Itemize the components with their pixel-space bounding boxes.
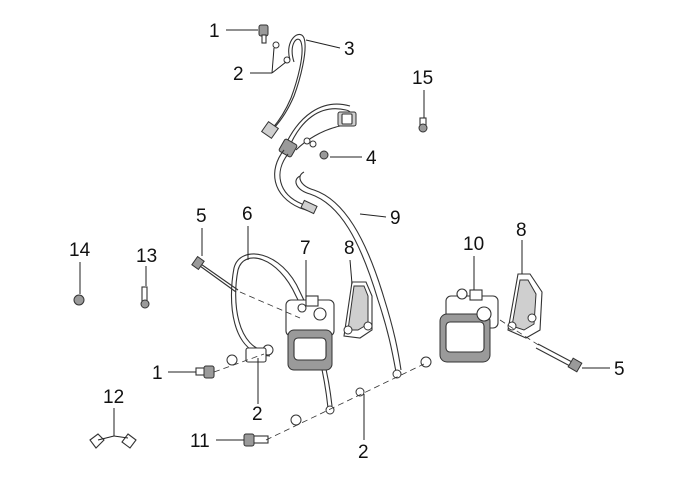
callout-8-right: 8 <box>516 220 527 241</box>
callout-9: 9 <box>390 208 401 229</box>
callout-15: 15 <box>412 68 433 89</box>
callout-1-top: 1 <box>209 21 220 42</box>
bolt-13 <box>140 286 150 309</box>
banjo-bolt-11 <box>243 356 432 447</box>
callout-5-right: 5 <box>614 359 625 380</box>
bolt-5-right <box>535 343 583 373</box>
callout-5-left: 5 <box>196 206 207 227</box>
callout-2-mid: 2 <box>252 404 263 425</box>
callout-3: 3 <box>344 39 355 60</box>
right-caliper-assembly <box>439 273 583 373</box>
callout-11: 11 <box>190 431 210 452</box>
callout-13: 13 <box>136 246 157 267</box>
washer-top-a <box>272 41 280 49</box>
bolt-15 <box>418 117 428 133</box>
callout-12: 12 <box>103 387 124 408</box>
nut-14 <box>73 294 85 306</box>
callout-6: 6 <box>242 204 253 225</box>
leader-lines <box>79 29 610 441</box>
callout-1-lower: 1 <box>152 363 163 384</box>
brake-pad-8-left <box>343 281 373 339</box>
callout-4: 4 <box>366 148 377 169</box>
callout-14: 14 <box>69 240 91 261</box>
upper-hose-assembly <box>258 24 402 379</box>
callout-7: 7 <box>300 238 311 259</box>
caliper-10 <box>439 288 499 363</box>
bolt-4-pair <box>303 137 329 160</box>
callout-labels: 1 2 3 15 4 9 5 6 7 8 10 8 14 13 1 5 2 12… <box>69 21 625 463</box>
hose-branch <box>283 103 357 151</box>
callout-8-left: 8 <box>344 238 355 259</box>
banjo-bolt-lower <box>195 344 274 379</box>
brake-pad-8-right <box>507 273 543 339</box>
callout-2-bottom: 2 <box>358 442 369 463</box>
caliper-7 <box>285 295 335 371</box>
hose-9 <box>295 171 402 379</box>
callout-2-top: 2 <box>233 64 244 85</box>
banjo-bolt-top <box>258 24 269 44</box>
callout-10: 10 <box>463 234 484 255</box>
hose-3 <box>268 33 306 133</box>
bolt-5-left <box>191 255 239 293</box>
left-caliper-assembly <box>191 253 373 415</box>
